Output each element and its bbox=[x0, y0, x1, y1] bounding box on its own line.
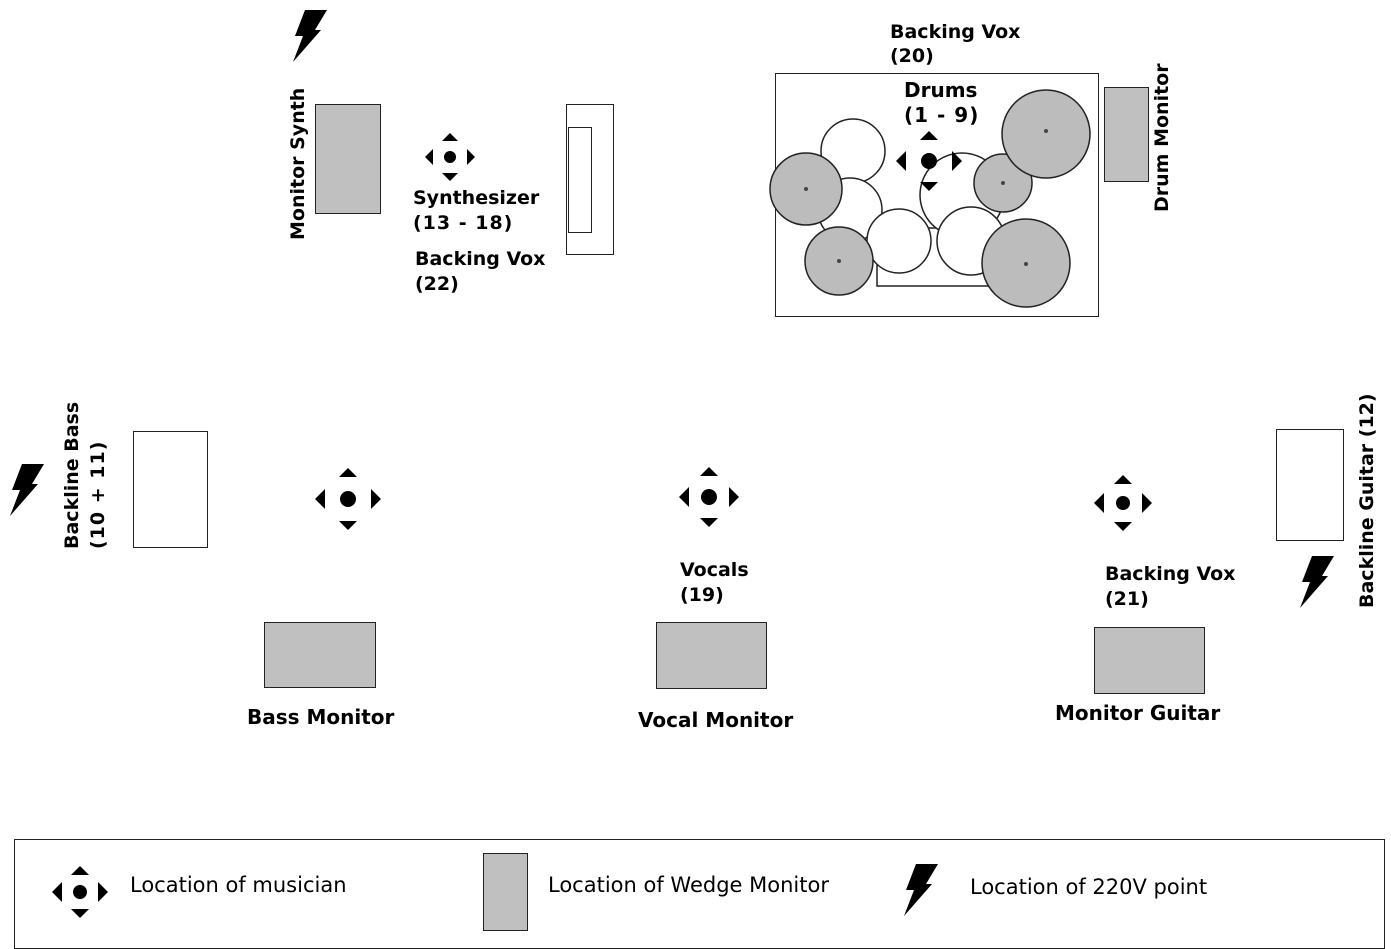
vocals-label: Vocals bbox=[680, 559, 749, 581]
synthesizer-channels: (13 - 18) bbox=[413, 212, 514, 234]
guitar-monitor-wedge bbox=[1094, 627, 1205, 694]
musician-position-icon bbox=[425, 133, 475, 181]
backing-vox-22-label: Backing Vox bbox=[415, 248, 546, 270]
legend-power-label: Location of 220V point bbox=[970, 875, 1208, 899]
backing-vox-20-channel: (20) bbox=[890, 45, 934, 67]
lightning-bolt-icon bbox=[10, 464, 44, 516]
backline-guitar-amp bbox=[1276, 429, 1344, 541]
backing-vox-21-channel: (21) bbox=[1105, 588, 1149, 610]
lightning-bolt-icon bbox=[1300, 556, 1334, 608]
musician-position-icon bbox=[52, 866, 108, 918]
monitor-synth-wedge bbox=[315, 104, 381, 214]
bass-monitor-label: Bass Monitor bbox=[247, 705, 395, 729]
synthesizer-label: Synthesizer bbox=[413, 187, 540, 209]
legend-musician-label: Location of musician bbox=[130, 873, 347, 897]
musician-position-icon bbox=[1094, 475, 1152, 531]
musician-position-icon bbox=[679, 467, 739, 527]
bass-monitor-wedge bbox=[264, 622, 376, 688]
lightning-bolt-icon bbox=[904, 864, 938, 916]
legend-wedge-swatch bbox=[483, 853, 528, 931]
vocal-monitor-wedge bbox=[656, 622, 767, 689]
backline-guitar-label: Backline Guitar (12) bbox=[1356, 393, 1378, 608]
lightning-bolt-icon bbox=[293, 10, 327, 62]
backline-bass-channels: (10 + 11) bbox=[87, 440, 109, 549]
drums-label: Drums bbox=[904, 78, 978, 102]
backing-vox-21-label: Backing Vox bbox=[1105, 563, 1236, 585]
vocals-channel: (19) bbox=[680, 584, 724, 606]
cymbal bbox=[1001, 89, 1091, 179]
monitor-guitar-label: Monitor Guitar bbox=[1055, 701, 1221, 725]
vocal-monitor-label: Vocal Monitor bbox=[638, 708, 794, 732]
musician-position-icon bbox=[896, 131, 962, 191]
backline-bass-amp bbox=[133, 431, 208, 548]
legend-wedge-label: Location of Wedge Monitor bbox=[548, 873, 829, 897]
musician-position-icon bbox=[315, 468, 381, 530]
drums-channels: (1 - 9) bbox=[904, 103, 980, 127]
backing-vox-20-label: Backing Vox bbox=[890, 21, 1021, 43]
backline-bass-label: Backline Bass bbox=[61, 401, 83, 549]
backing-vox-22-channel: (22) bbox=[415, 273, 459, 295]
keyboard bbox=[568, 127, 592, 233]
drum-monitor-label: Drum Monitor bbox=[1151, 63, 1173, 212]
drum-monitor-wedge bbox=[1104, 87, 1149, 182]
snare-drum bbox=[866, 208, 932, 274]
